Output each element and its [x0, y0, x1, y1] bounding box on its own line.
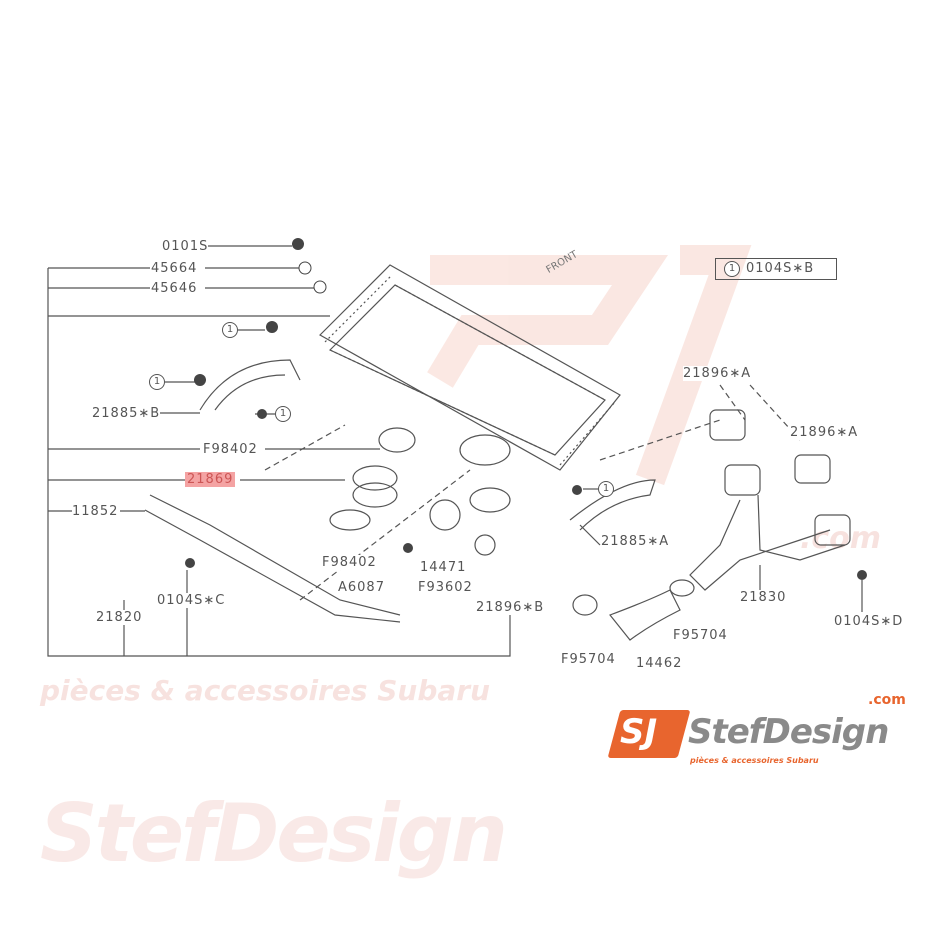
part-label-f95704[interactable]: F95704	[561, 652, 616, 667]
part-label-14471[interactable]: 14471	[420, 560, 467, 575]
logo-name: StefDesign	[688, 712, 889, 752]
logo-domain: .com	[868, 692, 906, 708]
group-bracket	[47, 268, 511, 657]
part-label-21830[interactable]: 21830	[740, 590, 787, 605]
hose-14462	[609, 589, 681, 641]
part-label-f93602[interactable]: F93602	[418, 580, 473, 595]
part-label-0104sc[interactable]: 0104S∗C	[157, 593, 226, 608]
logo-mark: SJ	[620, 712, 658, 752]
part-label-f98402[interactable]: F98402	[322, 555, 377, 570]
part-label-21896a[interactable]: 21896∗A	[683, 366, 752, 381]
watermark-tagline: pièces & accessoires Subaru	[40, 674, 491, 707]
legend-box: 1 0104S∗B	[715, 258, 837, 280]
part-label-a6087[interactable]: A6087	[338, 580, 385, 595]
legend-part: 0104S∗B	[746, 261, 815, 276]
bracket-21885a	[569, 479, 656, 531]
part-label-f95704[interactable]: F95704	[673, 628, 728, 643]
bracket-21885b	[199, 359, 301, 411]
part-label-21869-highlighted[interactable]: 21869	[185, 472, 236, 487]
watermark-com: .com	[800, 521, 882, 556]
gasket-21896a	[709, 409, 746, 441]
watermark-name: StefDesign	[40, 787, 508, 880]
part-label-14462[interactable]: 14462	[636, 656, 683, 671]
part-label-45646[interactable]: 45646	[151, 281, 198, 296]
pipe-21830	[689, 499, 831, 591]
part-label-21885a[interactable]: 21885∗A	[601, 534, 670, 549]
legend-ref-icon: 1	[724, 261, 740, 277]
fastener-icons	[185, 238, 867, 580]
intercooler-core	[319, 264, 621, 471]
part-label-11852[interactable]: 11852	[72, 504, 119, 519]
watermark-logo-mark	[427, 245, 752, 486]
logo-tagline: pièces & accessoires Subaru	[690, 756, 819, 765]
part-label-21820[interactable]: 21820	[96, 610, 143, 625]
part-label-45664[interactable]: 45664	[151, 261, 198, 276]
part-label-21896b[interactable]: 21896∗B	[476, 600, 545, 615]
part-label-21885b[interactable]: 21885∗B	[92, 406, 161, 421]
callout-ref-1: 1	[149, 374, 165, 390]
callout-ref-1: 1	[222, 322, 238, 338]
callout-ref-1: 1	[275, 406, 291, 422]
part-label-0101s[interactable]: 0101S	[162, 239, 209, 254]
part-label-0104sd[interactable]: 0104S∗D	[834, 614, 904, 629]
hose-11852	[149, 494, 401, 616]
callout-ref-1: 1	[598, 481, 614, 497]
part-label-21896a[interactable]: 21896∗A	[790, 425, 859, 440]
part-label-f98402[interactable]: F98402	[203, 442, 258, 457]
